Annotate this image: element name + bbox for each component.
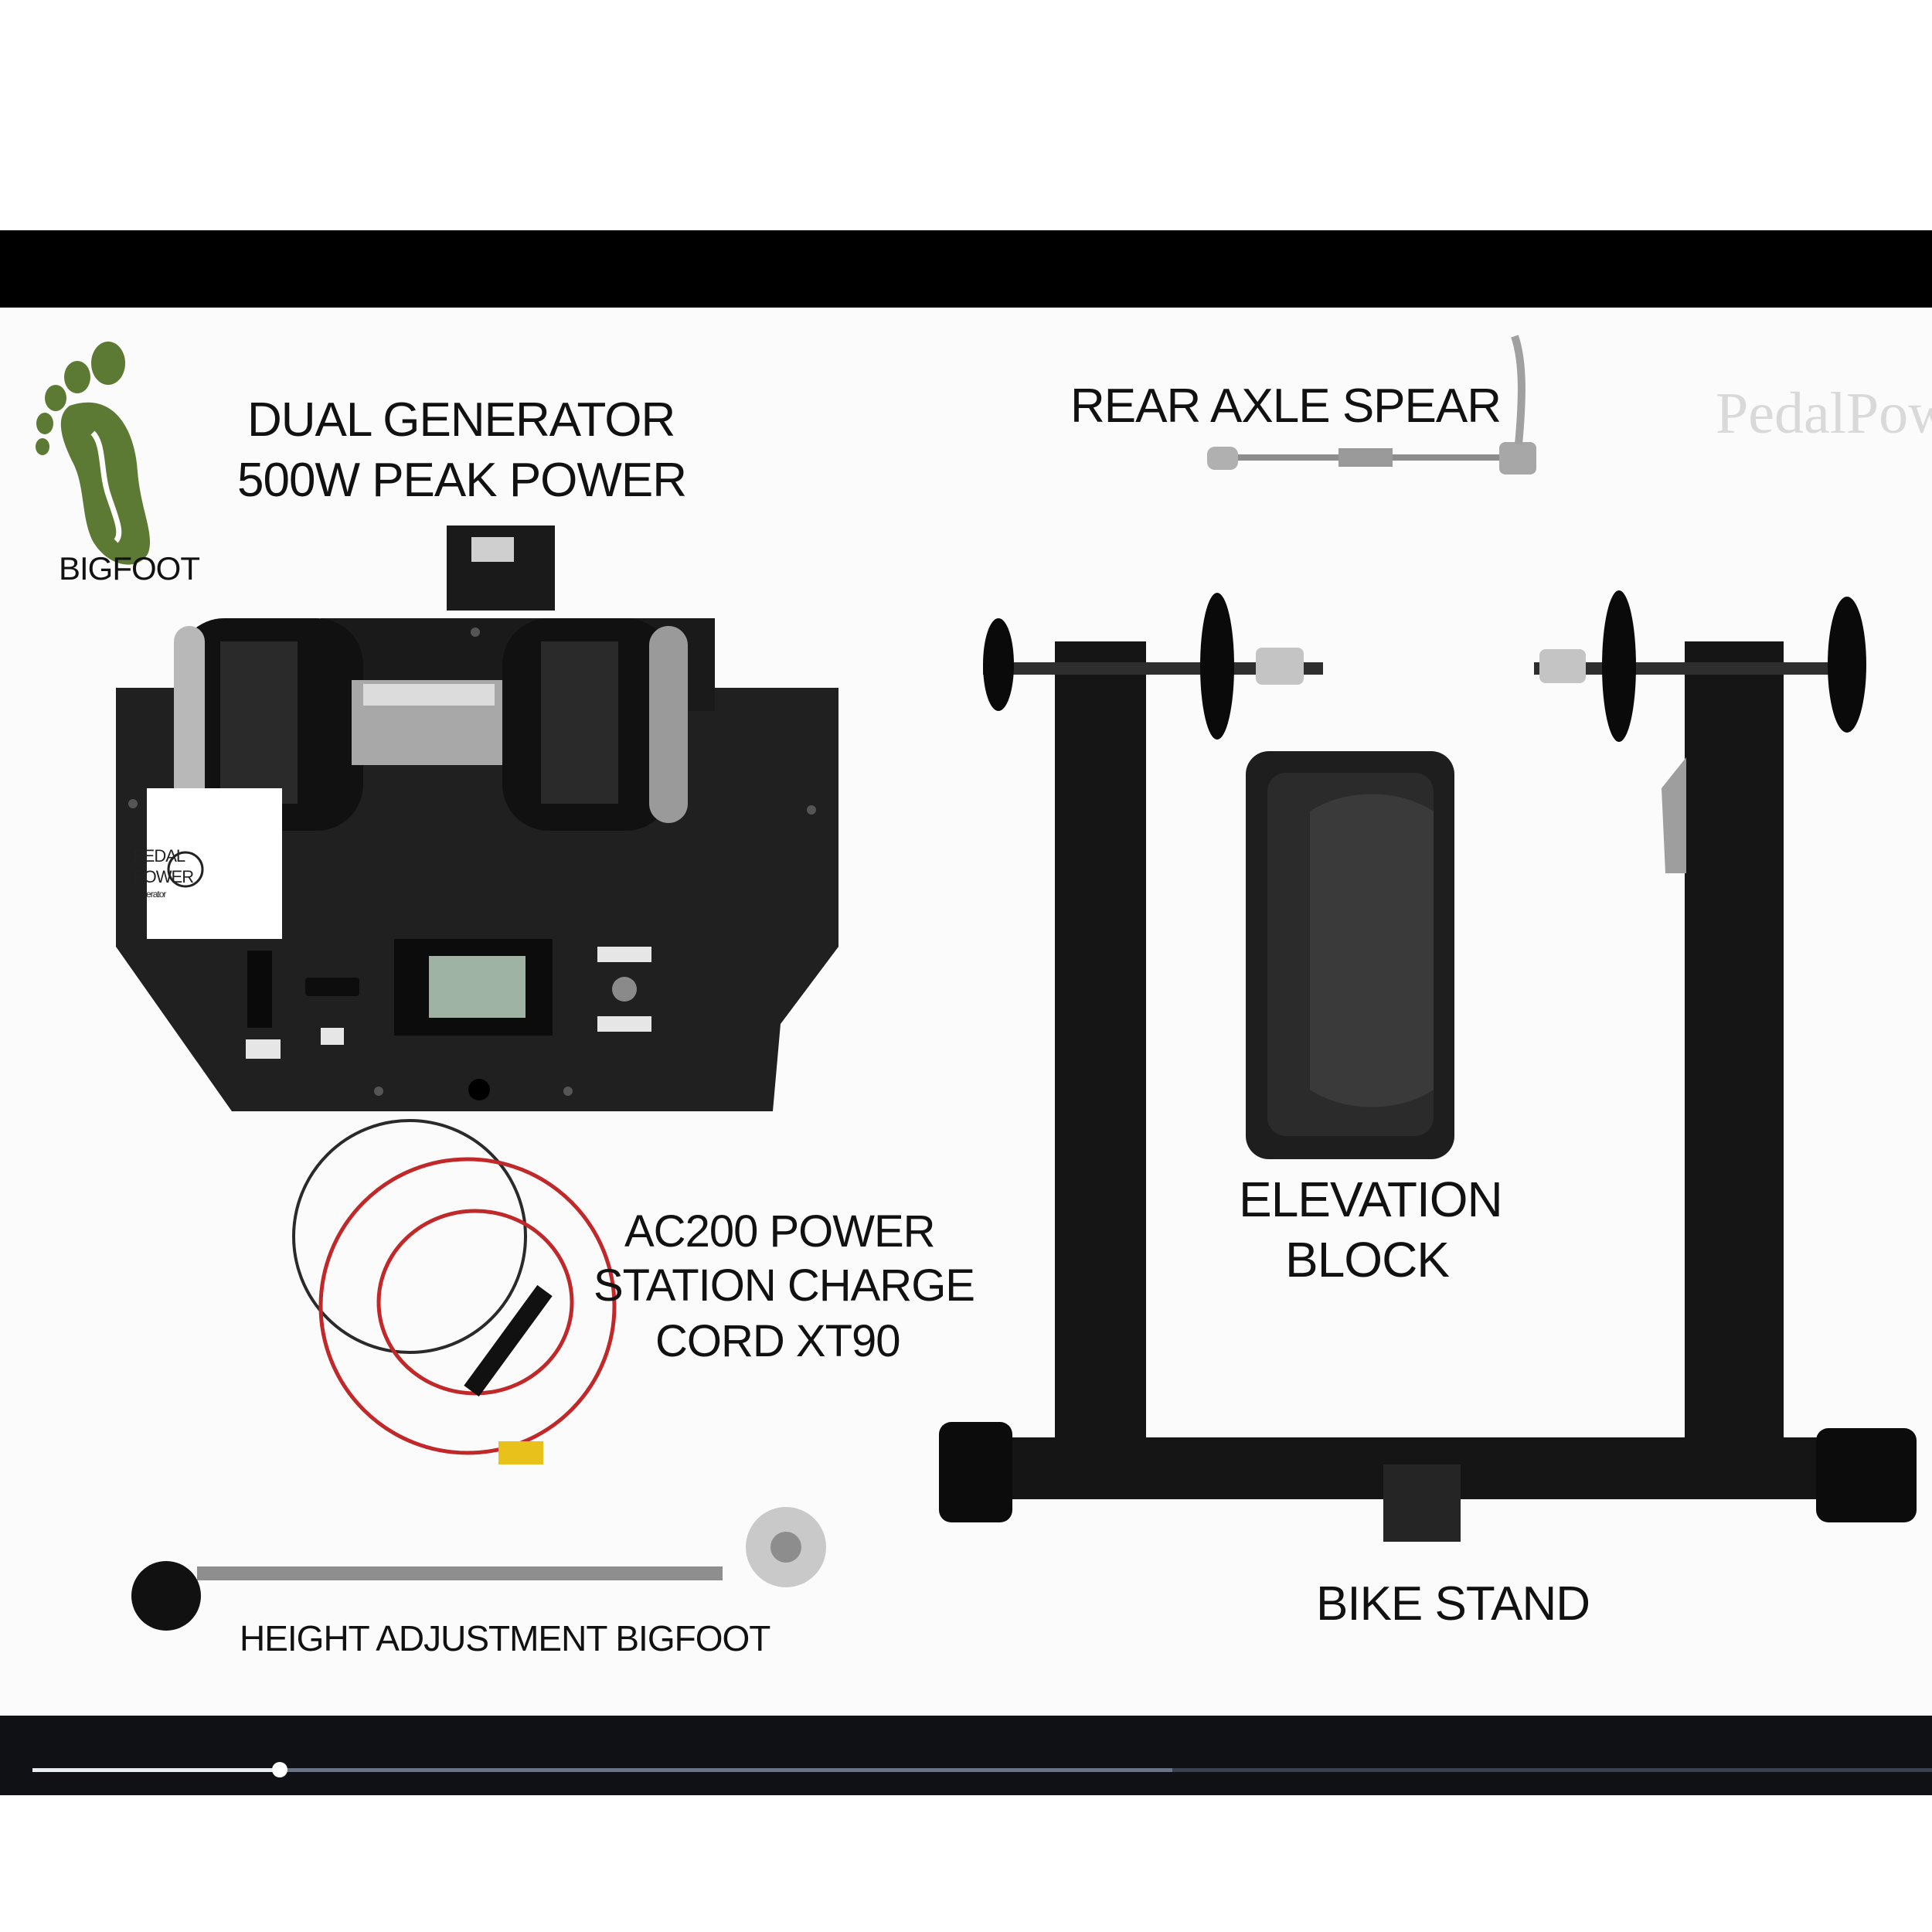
generator-title-line-1: DUAL GENERATOR [247,393,675,447]
axle-spear-label: REAR AXLE SPEAR [1070,379,1502,433]
bike-stand-label: BIKE STAND [1316,1577,1590,1631]
elevation-block-label-1: ELEVATION [1239,1172,1503,1227]
panel-brand-line-3: generator [133,889,166,900]
bigfoot-logo-icon [36,342,151,565]
elevation-block-label-2: BLOCK [1285,1232,1450,1287]
charge-cord-label-3: CORD XT90 [655,1316,901,1366]
generator-title-line-2: 500W PEAK POWER [237,454,687,507]
bike-stand-icon [939,590,1917,1542]
charge-cord-label-2: STATION CHARGE [594,1260,975,1311]
elevation-block-icon [1246,751,1454,1159]
charge-cord-icon [292,1119,617,1464]
rear-axle-spear-icon [1207,335,1536,474]
panel-brand-line-2: POWER [133,867,194,886]
player-top-bar [0,230,1932,308]
watermark-text: PedalPow [1716,381,1932,446]
player-control-bar [0,1716,1932,1795]
progress-scrubber-handle[interactable] [271,1762,287,1777]
progress-played [32,1768,280,1772]
bigfoot-logo-label: BIGFOOT [59,550,200,587]
generator-unit [116,526,838,1111]
panel-brand-line-1: PEDAL [133,846,185,866]
progress-buffered [32,1768,1172,1772]
height-adjustment-icon [131,1507,826,1631]
charge-cord-label-1: AC200 POWER [624,1206,936,1257]
height-adjustment-label: HEIGHT ADJUSTMENT BIGFOOT [240,1618,770,1658]
